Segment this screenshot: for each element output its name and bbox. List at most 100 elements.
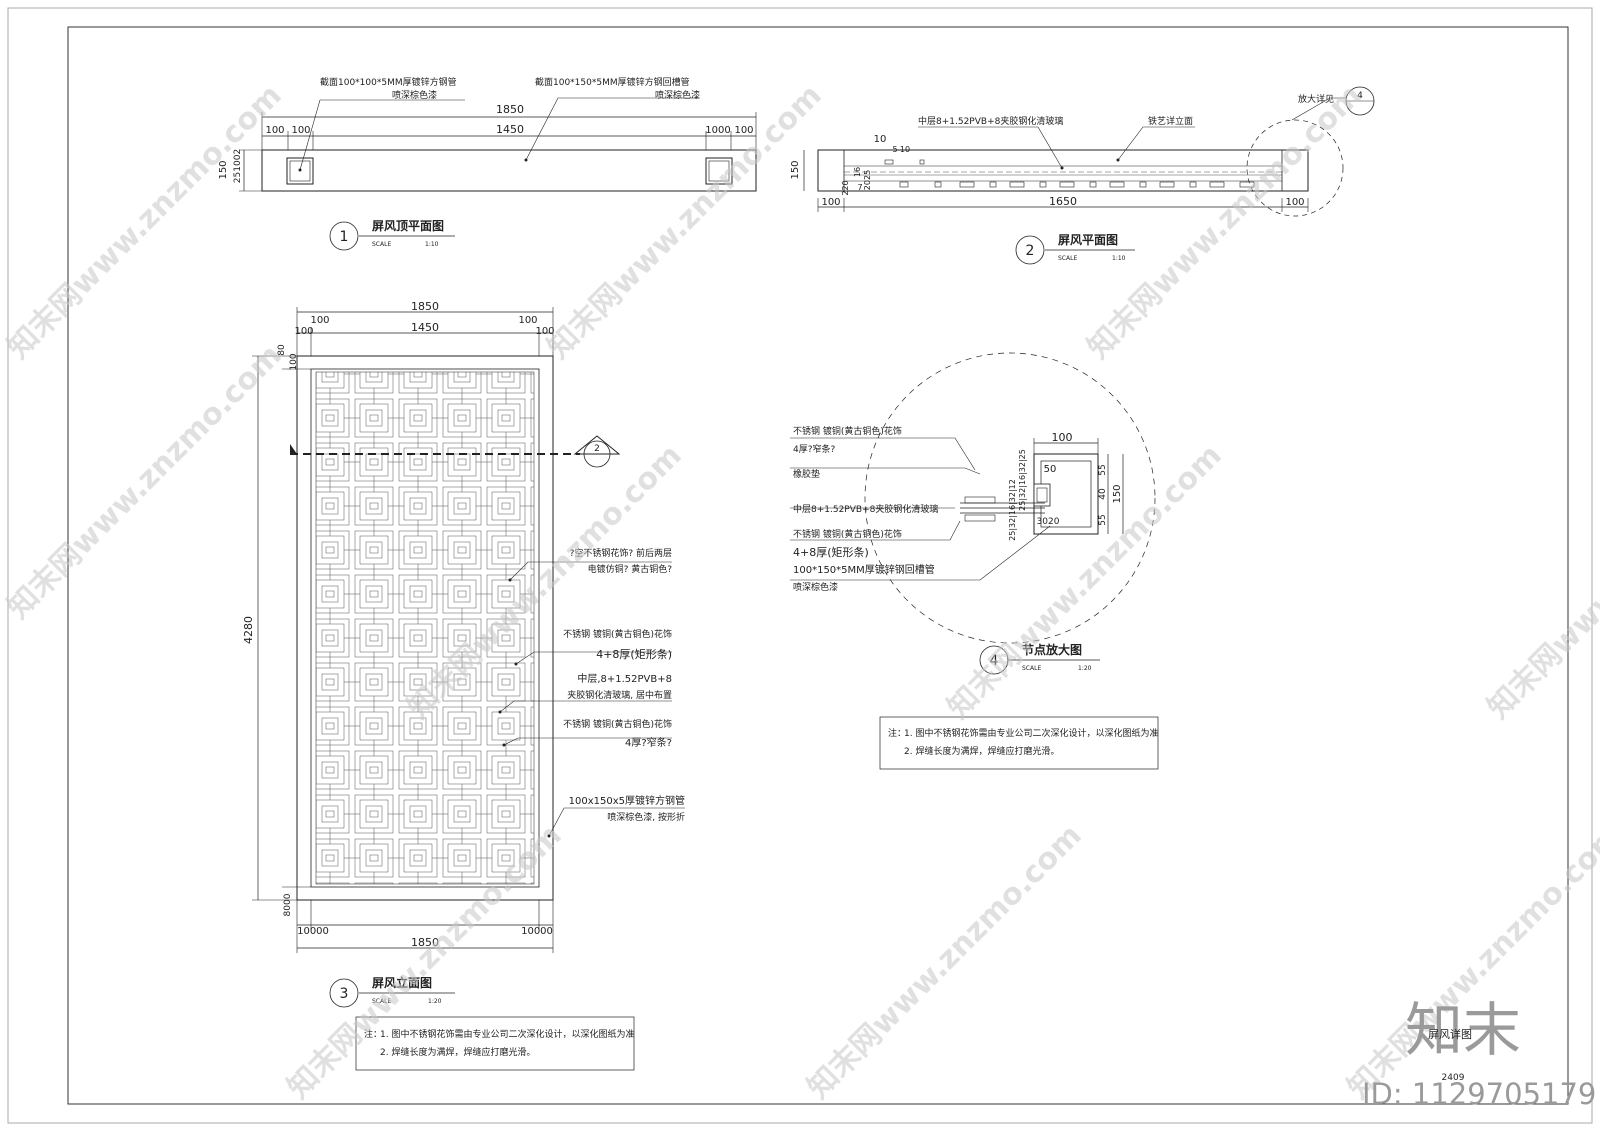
d2-scale-value: 1:10 [1112,255,1126,262]
plan-outline [817,149,1309,192]
d3-section-ref: 2 [594,444,600,454]
d3-dim-mid-top: 1450 [411,321,439,334]
d2-detail-ref: 4 [1357,91,1363,101]
brand-block: 知末 屏风详图 2409 ID: 1129705179 [1362,996,1596,1111]
d1-dim-height: 150 [218,160,229,179]
d1-dim-total: 1850 [496,103,524,116]
watermark-text: 知末网www.znzmo.com [1,338,289,626]
d4-dim-55b: 55 [1098,514,1108,525]
d3-note4-a: 不锈钢 镀铜(黄古铜色)花饰 [563,718,672,730]
d2-dim-vert2: 7 [857,183,862,192]
d3-dim-top-b: 100 [310,315,329,326]
d2-dim-total: 1650 [1049,195,1077,208]
plan-channel-left [817,149,845,192]
plan-top-outline [261,149,757,192]
d4-l2: 4厚?窄条? [793,443,836,455]
post-left [286,157,314,185]
d4-scale-value: 1:20 [1078,665,1092,672]
d4-dim-3020: 3020 [1037,517,1060,527]
d3-dim-bot-a: 10000 [297,926,329,937]
d4-l4: 中层8+1.52PVB+8夹胶钢化清玻璃 [793,503,938,515]
d1-callout-right-2: 喷深棕色漆 [655,89,700,101]
elevation-frame-outer [296,355,554,901]
drawing-1-top-plan: 1850 1450 100 100 1000 100 150 251002 截面… [218,76,757,251]
watermark-text: 知末网www.znzmo.com [941,438,1229,726]
d1-dim-side-d: 100 [734,125,753,136]
d4-l3: 橡胶垫 [793,468,820,480]
d3-note3-a: 中层,8+1.52PVB+8 [577,672,672,685]
d2-number: 2 [1026,243,1035,259]
sheet-title: 屏风详图 [1428,1027,1472,1041]
d3-scale-label: SCALE [372,998,391,1005]
d2-callout-iron: 铁艺详立面 [1148,115,1193,127]
d2-dim-vert: 2025 [863,170,872,190]
watermark-text: 知末网www.znzmo.com [801,818,1089,1106]
plan-channel-right [1281,149,1309,192]
d2-dim-small2: 220 [841,180,850,195]
elevation-frame-inner [310,368,540,888]
d1-title: 屏风顶平面图 [371,219,444,233]
d3-dim-top-v2: 100 [289,353,299,370]
d1-dim-side-a: 100 [265,125,284,136]
d1-dim-mid: 1450 [496,123,524,136]
d3-note2-b: 4+8厚(矩形条) [596,647,672,661]
d2-dim-small4: 5 [892,145,897,154]
watermark-text: 知末网www.znzmo.com [1081,78,1369,366]
d4-dim-left-stack2: 25|32|16|32|12 [1008,479,1017,541]
brand-logo: 知末 [1405,996,1521,1064]
d3-dim-total-bot: 1850 [411,936,439,949]
d3-note4-b: 4厚?窄条? [625,736,672,749]
watermark-text: 知末网www.znzmo.com [1,78,289,366]
d2-callout-detail: 放大详见 [1298,93,1334,105]
d3-dim-top-c: 100 [518,315,537,326]
d3-dim-top-v1: 80 [277,344,287,356]
d1-scale-label: SCALE [372,241,391,248]
d1-number: 1 [340,229,349,245]
d3-dim-bot-v: 8000 [283,893,293,916]
d4-scale-label: SCALE [1022,665,1041,672]
d1-dim-h-parts: 251002 [233,149,243,183]
d4-remark-1: 1. 图中不锈钢花饰需由专业公司二次深化设计，以深化图纸为准 [904,727,1158,739]
d3-note2-a: 不锈钢 镀铜(黄古铜色)花饰 [563,628,672,640]
d3-dim-height: 4280 [242,616,255,644]
d2-dim-small: 10 [874,134,887,145]
d4-dim-50: 50 [1044,464,1057,475]
d3-note1-a: ?空不锈钢花饰? 前后两层 [570,547,672,559]
d4-dim-100: 100 [1052,431,1073,444]
d4-dim-55a: 55 [1098,464,1108,475]
plan-bars [884,159,1255,188]
d4-title: 节点放大图 [1022,642,1082,657]
d3-dim-bot-b: 10000 [521,926,553,937]
d3-dim-top-a: 100 [294,326,313,337]
d4-l5: 不锈钢 镀铜(黄古铜色)花饰 [793,528,902,540]
d3-title: 屏风立面图 [371,975,432,990]
d4-l1: 不锈钢 镀铜(黄古铜色)花饰 [793,425,902,437]
sheet-border-inner [67,26,1569,1105]
d2-callout-glass: 中层8+1.52PVB+8夹胶钢化清玻璃 [918,115,1063,127]
d1-scale-value: 1:10 [425,241,439,248]
d2-dim-right: 100 [1285,197,1304,208]
d2-scale-label: SCALE [1058,255,1077,262]
d2-dim-left: 100 [821,197,840,208]
d2-dim-height: 150 [790,160,801,179]
d4-remark-box [879,716,1159,770]
d4-number: 4 [990,653,999,669]
d4-dim-40: 40 [1098,488,1108,500]
drawing-3-elevation: 2 1850 1450 100 100 100 100 4280 80 100 … [242,300,685,1071]
d4-l7: 100*150*5MM厚镀锌钢回槽管 [793,563,935,576]
d1-dim-side-b: 100 [291,125,310,136]
sheet-number: 2409 [1442,1073,1465,1083]
d1-callout-right: 截面100*150*5MM厚镀锌方钢回槽管 [535,76,690,88]
d3-note3-b: 夹胶钢化清玻璃, 居中布置 [567,689,672,701]
d1-callout-left: 截面100*100*5MM厚镀锌方钢管 [320,76,457,88]
d1-dim-side-c: 1000 [705,125,730,136]
sheet-border-outer [7,7,1593,1124]
d4-remark-prefix: 注： [888,727,906,739]
d4-dim-150: 150 [1112,484,1123,503]
d3-number: 3 [340,986,349,1002]
post-left-inner [289,160,311,182]
d2-dim-small3: 16 [853,167,862,177]
d2-detail-circle [1246,119,1344,217]
d3-scale-value: 1:20 [428,998,442,1005]
